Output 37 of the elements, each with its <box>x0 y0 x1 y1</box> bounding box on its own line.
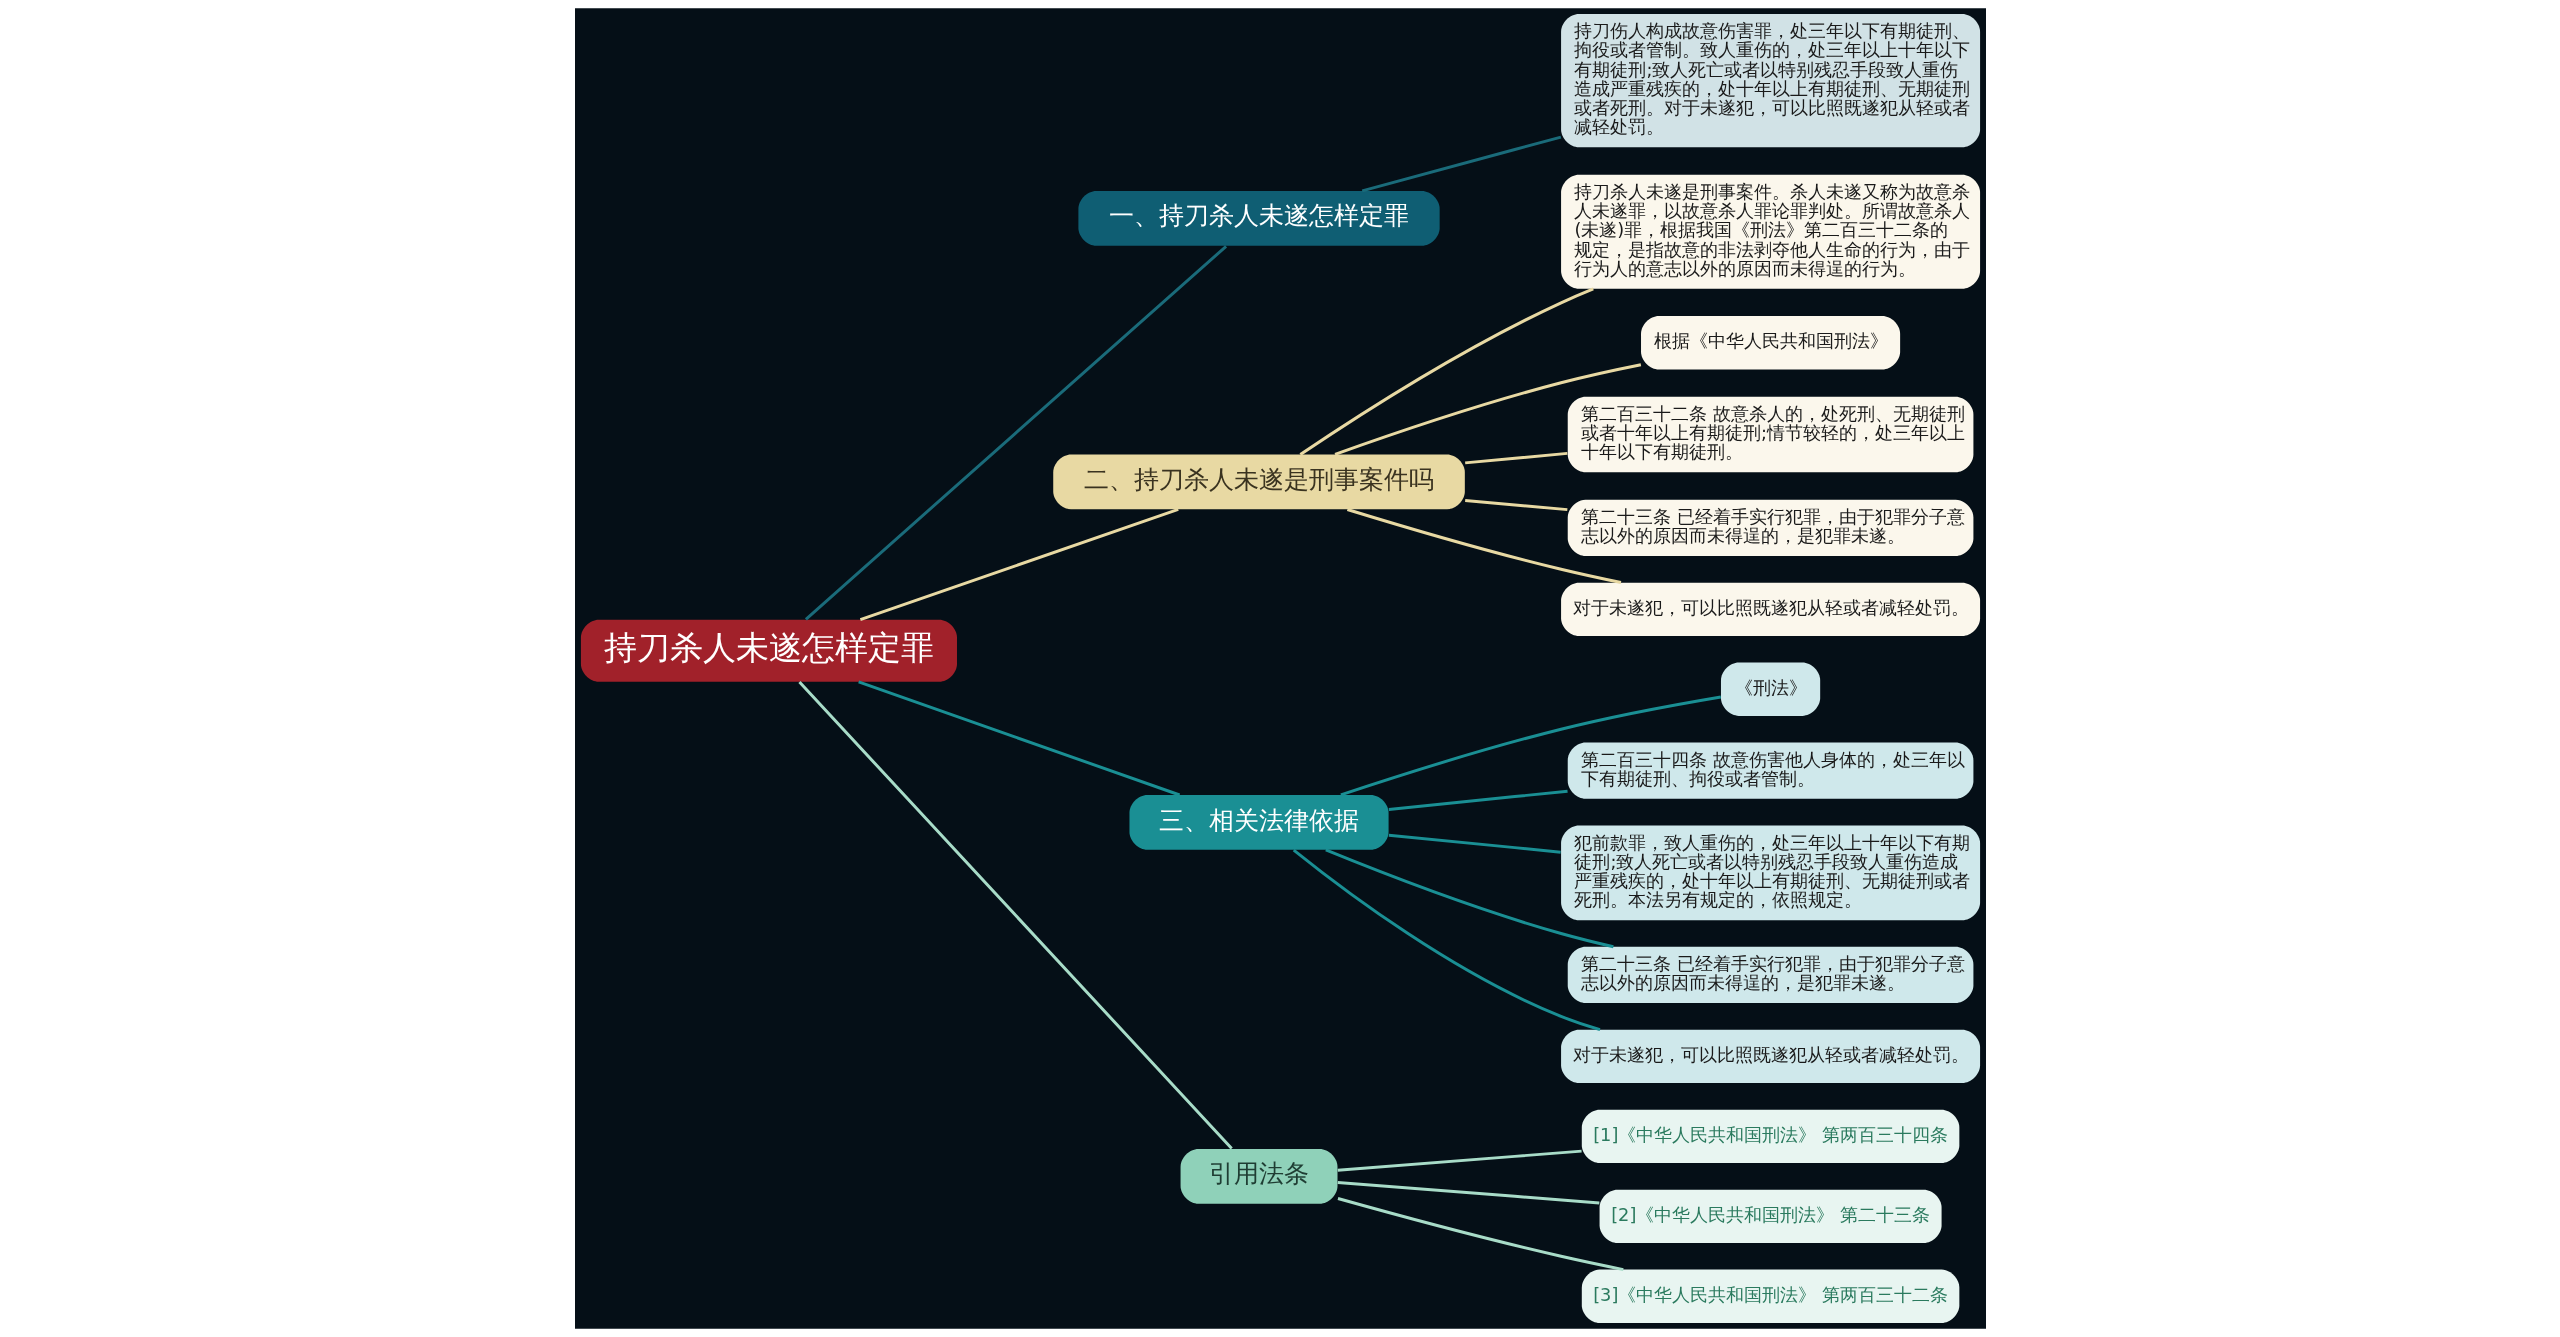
node-box: 对于未遂犯，可以比照既遂犯从轻或者减轻处罚。 <box>1560 582 1980 636</box>
node-box: [2]《中华人民共和国刑法》 第二十三条 <box>1599 1189 1942 1243</box>
node-box: 第二十三条 已经着手实行犯罪，由于犯罪分子意志以外的原因而未得逞的，是犯罪未遂。 <box>1567 499 1973 556</box>
connector <box>804 245 1227 621</box>
node-box: [3]《中华人民共和国刑法》 第两百三十二条 <box>1581 1269 1959 1323</box>
node-box: 一、持刀杀人未遂怎样定罪 <box>1077 191 1440 246</box>
node-box: 二、持刀杀人未遂是刑事案件吗 <box>1052 454 1465 510</box>
node-box: 根据《中华人民共和国刑法》 <box>1640 316 1900 370</box>
node-box: 三、相关法律依据 <box>1129 795 1389 850</box>
node-box: 持刀杀人未遂是刑事案件。杀人未遂又称为故意杀人未遂罪，以故意杀人罪论罪判处。所谓故意杀人(未遂)罪，根据我国《刑法》第二百三十二条的规定，是指故意的非法剥夺他人生命的行为，由于行为人的意志以外的原因而未得逞的行为。 <box>1560 174 1980 289</box>
node-box: 持刀伤人构成故意伤害罪，处三年以下有期徒刑、拘役或者管制。致人重伤的，处三年以上十年以下有期徒刑;致人死亡或者以特别残忍手段致人重伤造成严重残疾的，处十年以上有期徒刑、无期徒刑或者死刑。对于未遂犯，可以比照既遂犯从轻或者减轻处罚。 <box>1560 14 1980 148</box>
connector <box>1339 695 1721 797</box>
connector <box>859 508 1179 621</box>
node-box: 第二十三条 已经着手实行犯罪，由于犯罪分子意志以外的原因而未得逞的，是犯罪未遂。 <box>1567 946 1973 1004</box>
connector <box>1388 833 1561 854</box>
node-box: [1]《中华人民共和国刑法》 第两百三十四条 <box>1581 1109 1959 1163</box>
connector <box>797 681 1233 1150</box>
connector <box>1361 135 1561 193</box>
node-box: 引用法条 <box>1180 1148 1337 1204</box>
node-box: 《刑法》 <box>1720 662 1820 716</box>
node-box: 犯前款罪，致人重伤的，处三年以上十年以下有期徒刑;致人死亡或者以特别残忍手段致人重伤造成严重残疾的，处十年以上有期徒刑、无期徒刑或者死刑。本法另有规定的，依照规定。 <box>1560 825 1980 921</box>
connector <box>1346 508 1621 584</box>
connector <box>1464 451 1567 465</box>
connector <box>1334 363 1641 456</box>
node-box: 持刀杀人未遂怎样定罪 <box>580 619 957 682</box>
node-box: 对于未遂犯，可以比照既遂犯从轻或者减轻处罚。 <box>1560 1029 1980 1084</box>
connector <box>1299 287 1594 456</box>
connector <box>1464 498 1567 512</box>
node-box: 第二百三十四条 故意伤害他人身体的，处三年以下有期徒刑、拘役或者管制。 <box>1567 742 1973 799</box>
connector <box>1292 848 1600 1032</box>
connector <box>1337 1180 1599 1205</box>
connector <box>857 680 1180 797</box>
connector <box>1324 848 1614 949</box>
node-box: 第二百三十二条 故意杀人的，处死刑、无期徒刑或者十年以上有期徒刑;情节较轻的，处三年以上十年以下有期徒刑。 <box>1567 396 1973 473</box>
connector <box>1337 1197 1624 1272</box>
connector <box>1388 789 1568 811</box>
connector <box>1337 1149 1582 1172</box>
